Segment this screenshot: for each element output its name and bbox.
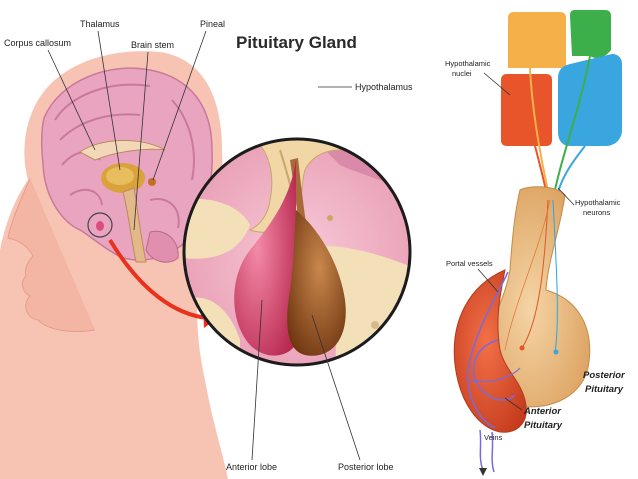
label-thalamus: Thalamus xyxy=(80,19,120,29)
label-portal-vessels: Portal vessels xyxy=(446,259,493,268)
label-brain-stem: Brain stem xyxy=(131,40,174,50)
label-hypothalamus: Hypothalamus xyxy=(355,82,413,92)
label-veins: Veins xyxy=(484,433,503,442)
label-posterior-pituitary-line1: Posterior xyxy=(583,370,626,381)
zoom-circle xyxy=(182,137,412,367)
leader-hypothalamic-nuclei xyxy=(483,72,511,96)
label-anterior-pituitary-line1: Anterior xyxy=(523,406,562,417)
brain xyxy=(40,67,213,263)
anterior-pituitary xyxy=(453,269,527,476)
left-labels: Pituitary Gland Corpus callosum Thalamus… xyxy=(4,19,413,472)
label-posterior-lobe: Posterior lobe xyxy=(338,462,394,472)
figure-title: Pituitary Gland xyxy=(236,33,357,52)
label-hypothalamic-nuclei-line1: Hypothalamic xyxy=(445,59,491,68)
right-labels: Hypothalamic nuclei Hypothalamic neurons… xyxy=(445,59,626,442)
label-hypothalamic-nuclei-line2: nuclei xyxy=(452,69,472,78)
label-corpus-callosum: Corpus callosum xyxy=(4,38,71,48)
leader-corpus-callosum xyxy=(47,49,96,151)
posterior-pituitary xyxy=(481,186,591,408)
label-anterior-pituitary-line2: Pituitary xyxy=(524,420,563,431)
label-pineal: Pineal xyxy=(200,19,225,29)
leader-pineal xyxy=(152,30,207,181)
leader-portal-vessels xyxy=(477,268,499,293)
leader-posterior-lobe xyxy=(311,314,361,461)
leader-anterior-lobe xyxy=(251,299,263,461)
hypothalamic-nuclei xyxy=(501,10,622,146)
leader-anterior-pituitary xyxy=(504,397,523,411)
label-anterior-lobe: Anterior lobe xyxy=(226,462,277,472)
leader-brain-stem xyxy=(133,51,149,231)
label-hypothalamic-neurons-line1: Hypothalamic xyxy=(575,198,621,207)
leader-hypothalamic-neurons xyxy=(557,187,575,206)
label-hypothalamic-neurons-line2: neurons xyxy=(583,208,610,217)
label-posterior-pituitary-line2: Pituitary xyxy=(585,384,624,395)
leader-thalamus xyxy=(97,30,121,171)
